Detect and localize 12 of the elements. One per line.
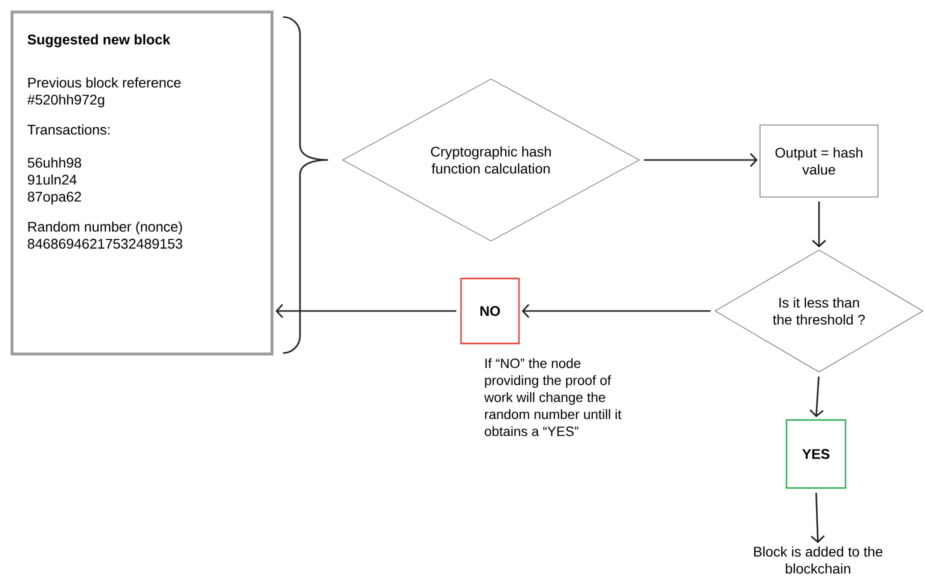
- block-box: Suggested new block Previous block reference #520hh972g Transactions: 56uhh98 91uln24 87opa62 Random number (nonce) 84686946217532489153: [10, 10, 274, 356]
- process-box: Output = hash value: [760, 124, 878, 198]
- arrow: [810, 492, 825, 544]
- note-text: If “NO” the node providing the proof of work will change the random number untill it obtains a “YES”: [484, 358, 622, 436]
- arrow: [644, 152, 758, 168]
- arrow: [810, 376, 824, 418]
- result-box: YES: [786, 419, 846, 489]
- arrow: [522, 304, 711, 318]
- result-text: Block is added to the blockchain: [754, 546, 882, 574]
- arrow: [276, 304, 456, 318]
- result-box: NO: [460, 278, 520, 344]
- arrow: [812, 201, 826, 248]
